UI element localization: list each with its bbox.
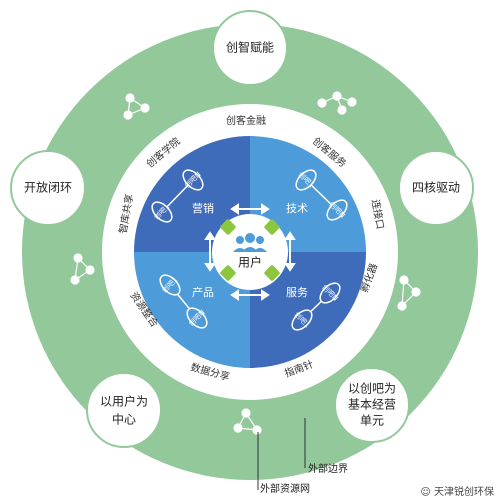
pill — [159, 274, 181, 296]
node-label-bottom-right-2: 基本经营 — [348, 398, 396, 412]
network-icon — [123, 93, 150, 120]
pill-group-top-right: 创吧1 创吧N — [295, 169, 348, 221]
node-circle-left — [10, 150, 86, 226]
pill — [182, 169, 204, 191]
puzzle-icon — [264, 219, 280, 235]
node-label-left: 开放闭环 — [24, 180, 72, 195]
watermark-text: 天津锐创环保 — [434, 487, 494, 498]
puzzle-icons — [220, 219, 280, 281]
wechat-icon: ☺ — [420, 487, 431, 498]
node-circle-right — [398, 150, 474, 226]
node-label-top: 创智赋能 — [226, 40, 274, 55]
pill — [319, 282, 341, 304]
quadrant-top-right — [250, 136, 366, 252]
center-label: 用户 — [238, 255, 262, 270]
pill — [326, 199, 348, 221]
puzzle-icon — [220, 219, 236, 235]
node-label-bottom-left-1: 以用户为 — [100, 394, 148, 409]
quadrant-label-service: 服务 — [286, 286, 308, 299]
ring-label-finance: 创客金融 — [226, 114, 266, 127]
pill — [151, 201, 173, 223]
node-label-right: 四核驱动 — [412, 181, 460, 195]
quadrant-label-marketing: 营销 — [192, 201, 214, 215]
node-circle-top — [212, 10, 288, 86]
network-clusters — [70, 91, 421, 435]
pill-group-bottom-left: 创吧1 创吧N — [159, 274, 208, 329]
quadrant-label-tech: 技术 — [286, 202, 308, 215]
pill — [291, 309, 313, 331]
network-icon — [317, 91, 357, 115]
pill — [295, 169, 317, 191]
puzzle-icon — [220, 265, 236, 281]
node-label-bottom-right-1: 以创吧为 — [348, 382, 396, 396]
network-icon — [233, 408, 262, 435]
network-icon — [70, 253, 95, 285]
watermark: ☺ 天津锐创环保 — [420, 483, 494, 498]
pill-group-bottom-right: 创吧1 创吧N — [291, 282, 341, 331]
users-icon — [233, 233, 267, 252]
node-label-bottom-right-3: 单元 — [360, 414, 384, 428]
callout-external-boundary: 外部边界 — [308, 462, 348, 475]
callout-external-network: 外部资源网 — [260, 482, 310, 495]
node-circle-bottom-right — [334, 367, 410, 443]
arrows — [204, 203, 296, 301]
puzzle-icon — [264, 265, 280, 281]
callouts — [257, 418, 306, 490]
node-circle-bottom-left — [86, 372, 162, 448]
pill-group-top-left: 创吧1 创吧N — [151, 169, 204, 223]
network-icon — [397, 275, 421, 311]
quadrant-top-left — [134, 136, 250, 252]
node-label-bottom-left-2: 中心 — [112, 412, 136, 427]
quadrant-label-product: 产品 — [192, 285, 214, 299]
pill — [186, 307, 208, 329]
